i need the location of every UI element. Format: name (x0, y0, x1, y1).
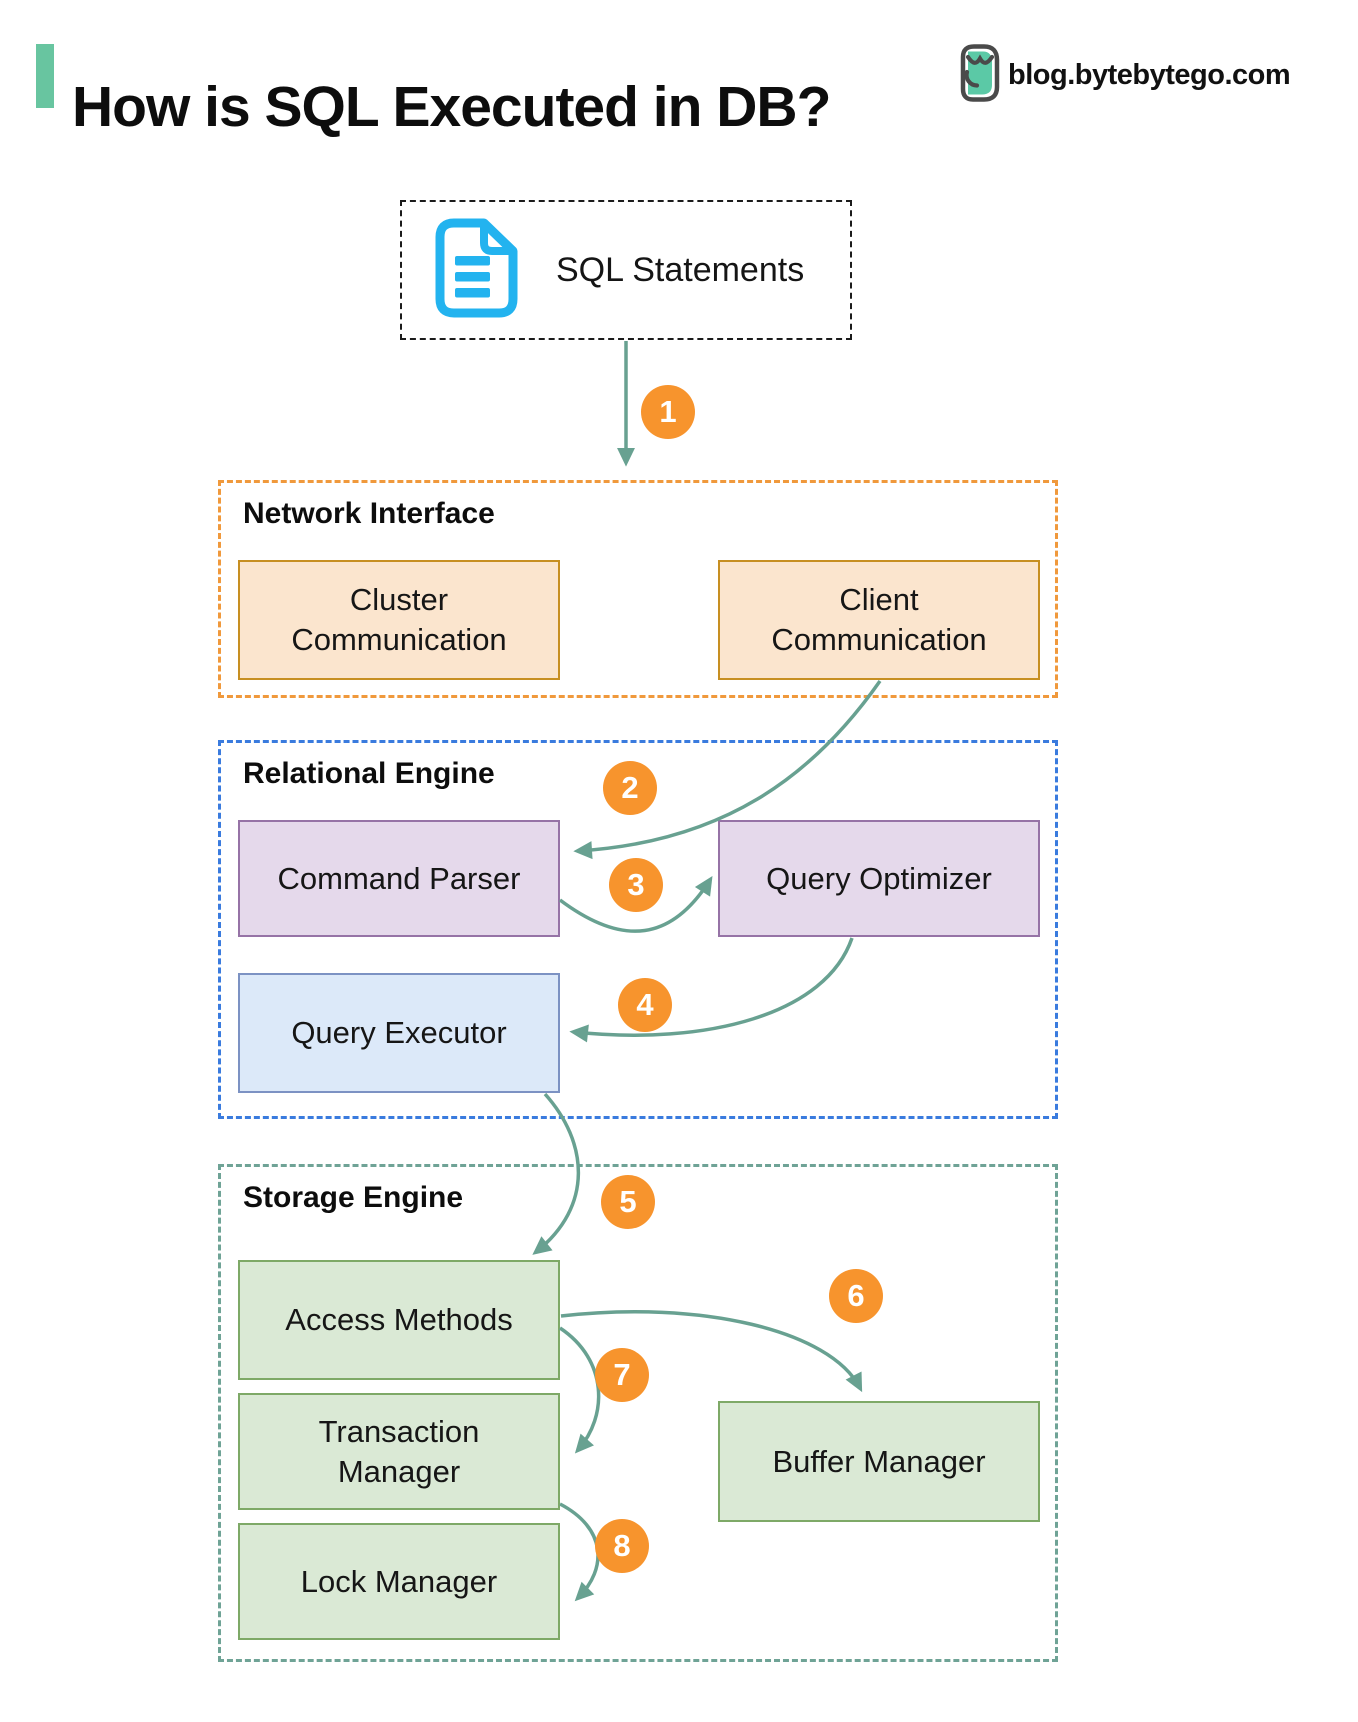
sql-statements-box: SQL Statements (400, 200, 852, 340)
step-badge-1: 1 (641, 385, 695, 439)
page-title: How is SQL Executed in DB? (72, 75, 831, 140)
brand-url: blog.bytebytego.com (1008, 59, 1291, 91)
sql-document-icon (424, 218, 520, 323)
step-badge-2: 2 (603, 761, 657, 815)
node-cluster-communication: Cluster Communication (238, 560, 560, 680)
step-badge-8: 8 (595, 1519, 649, 1573)
section-label-network-interface: Network Interface (243, 497, 495, 530)
section-label-relational-engine: Relational Engine (243, 757, 495, 790)
section-label-storage-engine: Storage Engine (243, 1181, 464, 1214)
node-query-executor: Query Executor (238, 973, 560, 1093)
sql-statements-label: SQL Statements (556, 250, 805, 289)
step-badge-3: 3 (609, 858, 663, 912)
bytebytego-owl-icon (956, 42, 1002, 109)
node-command-parser: Command Parser (238, 820, 560, 937)
node-buffer-manager: Buffer Manager (718, 1401, 1040, 1522)
step-badge-4: 4 (618, 978, 672, 1032)
section-storage-engine: Storage Engine (218, 1164, 1058, 1662)
step-badge-6: 6 (829, 1269, 883, 1323)
node-query-optimizer: Query Optimizer (718, 820, 1040, 937)
step-badge-5: 5 (601, 1175, 655, 1229)
node-access-methods: Access Methods (238, 1260, 560, 1380)
node-client-communication: Client Communication (718, 560, 1040, 680)
brand: blog.bytebytego.com (956, 42, 1291, 109)
node-transaction-manager: Transaction Manager (238, 1393, 560, 1510)
node-lock-manager: Lock Manager (238, 1523, 560, 1640)
step-badge-7: 7 (595, 1348, 649, 1402)
title-accent-bar (36, 44, 54, 108)
